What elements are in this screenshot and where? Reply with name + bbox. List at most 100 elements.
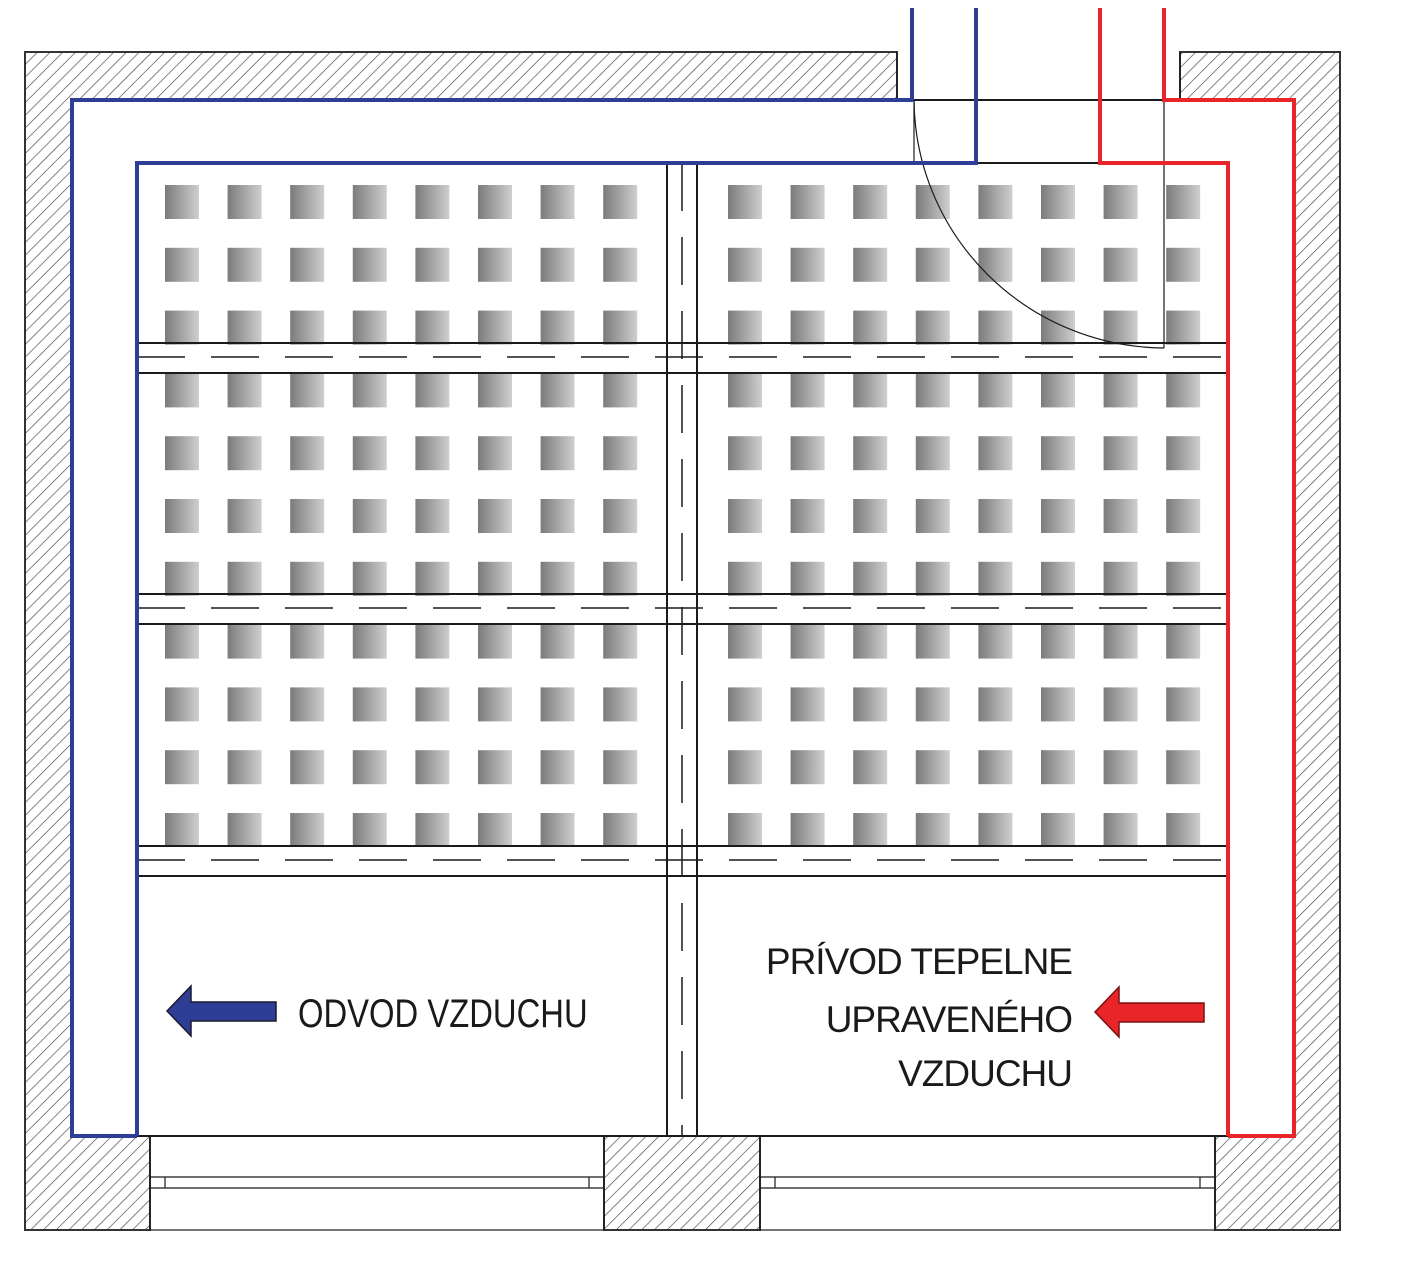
storage-box [478, 247, 512, 282]
storage-box [540, 247, 575, 282]
storage-boxes [165, 185, 1201, 847]
storage-box [540, 624, 575, 659]
storage-box [540, 750, 575, 785]
storage-box [478, 750, 512, 785]
storage-box [415, 247, 450, 282]
storage-box [227, 561, 262, 596]
storage-box [290, 561, 325, 596]
storage-box [290, 624, 325, 659]
storage-box [540, 687, 575, 722]
outer-wall-right [1179, 51, 1341, 1231]
storage-box [165, 561, 199, 596]
supply-label-line-3: VZDUCHU [898, 1053, 1072, 1094]
storage-box [415, 310, 450, 345]
storage-box [1103, 561, 1138, 596]
storage-box [1166, 499, 1201, 533]
storage-box [1166, 561, 1201, 596]
storage-box [1041, 750, 1075, 785]
storage-box [478, 624, 512, 659]
storage-box [915, 185, 950, 219]
storage-box [540, 561, 575, 596]
storage-box [1166, 436, 1201, 471]
storage-box [728, 436, 762, 471]
storage-box [1103, 247, 1138, 282]
storage-box [915, 373, 950, 408]
storage-box [1041, 436, 1075, 471]
storage-box [165, 373, 199, 408]
storage-box [415, 813, 450, 847]
storage-box [1166, 185, 1201, 219]
storage-box [728, 687, 762, 722]
storage-box [728, 813, 762, 847]
storage-box [790, 310, 825, 345]
supply-duct [1098, 8, 1296, 1138]
storage-box [915, 624, 950, 659]
supply-label-line-1: PRÍVOD TEPELNE [766, 941, 1072, 982]
storage-box [1103, 373, 1138, 408]
exhaust-label: ODVOD VZDUCHU [298, 991, 588, 1036]
storage-box [290, 750, 325, 785]
storage-box [478, 561, 512, 596]
storage-box [728, 185, 762, 219]
storage-box [978, 310, 1013, 345]
storage-box [978, 750, 1013, 785]
arrow-left-icon [1093, 985, 1205, 1039]
storage-box [415, 561, 450, 596]
storage-box [290, 373, 325, 408]
storage-box [1103, 499, 1138, 533]
storage-box [352, 687, 387, 722]
storage-box [415, 185, 450, 219]
storage-box [1166, 373, 1201, 408]
storage-box [352, 624, 387, 659]
storage-box [603, 687, 638, 722]
storage-box [790, 373, 825, 408]
outer-wall [24, 51, 898, 1231]
storage-box [978, 624, 1013, 659]
supply-duct-inner [1098, 8, 1230, 1136]
storage-box [165, 813, 199, 847]
storage-box [853, 310, 888, 345]
storage-box [415, 499, 450, 533]
storage-box [290, 185, 325, 219]
storage-box [853, 436, 888, 471]
storage-box [290, 436, 325, 471]
storage-box [790, 436, 825, 471]
storage-box [978, 247, 1013, 282]
storage-box [290, 687, 325, 722]
storage-box [603, 436, 638, 471]
storage-box [1103, 813, 1138, 847]
storage-box [227, 310, 262, 345]
storage-box [790, 813, 825, 847]
storage-box [915, 750, 950, 785]
storage-box [1041, 373, 1075, 408]
supply-label-line-2: UPRAVENÉHO [826, 999, 1073, 1040]
storage-box [1041, 687, 1075, 722]
storage-box [165, 436, 199, 471]
storage-box [540, 499, 575, 533]
storage-box [352, 247, 387, 282]
storage-box [1103, 185, 1138, 219]
storage-box [853, 499, 888, 533]
storage-box [165, 247, 199, 282]
storage-box [1041, 247, 1075, 282]
storage-box [415, 687, 450, 722]
storage-box [415, 624, 450, 659]
storage-box [603, 750, 638, 785]
supply-duct-outer [1162, 8, 1296, 1138]
storage-box [227, 185, 262, 219]
storage-box [728, 499, 762, 533]
storage-box [603, 310, 638, 345]
storage-box [915, 561, 950, 596]
storage-box [790, 499, 825, 533]
door-pillar [603, 1135, 761, 1231]
storage-box [165, 750, 199, 785]
storage-box [915, 247, 950, 282]
storage-box [978, 561, 1013, 596]
storage-box [1166, 750, 1201, 785]
storage-box [978, 185, 1013, 219]
storage-box [227, 499, 262, 533]
storage-box [478, 687, 512, 722]
exhaust-duct-inner [135, 8, 978, 1136]
storage-box [1041, 310, 1075, 345]
storage-box [1103, 624, 1138, 659]
